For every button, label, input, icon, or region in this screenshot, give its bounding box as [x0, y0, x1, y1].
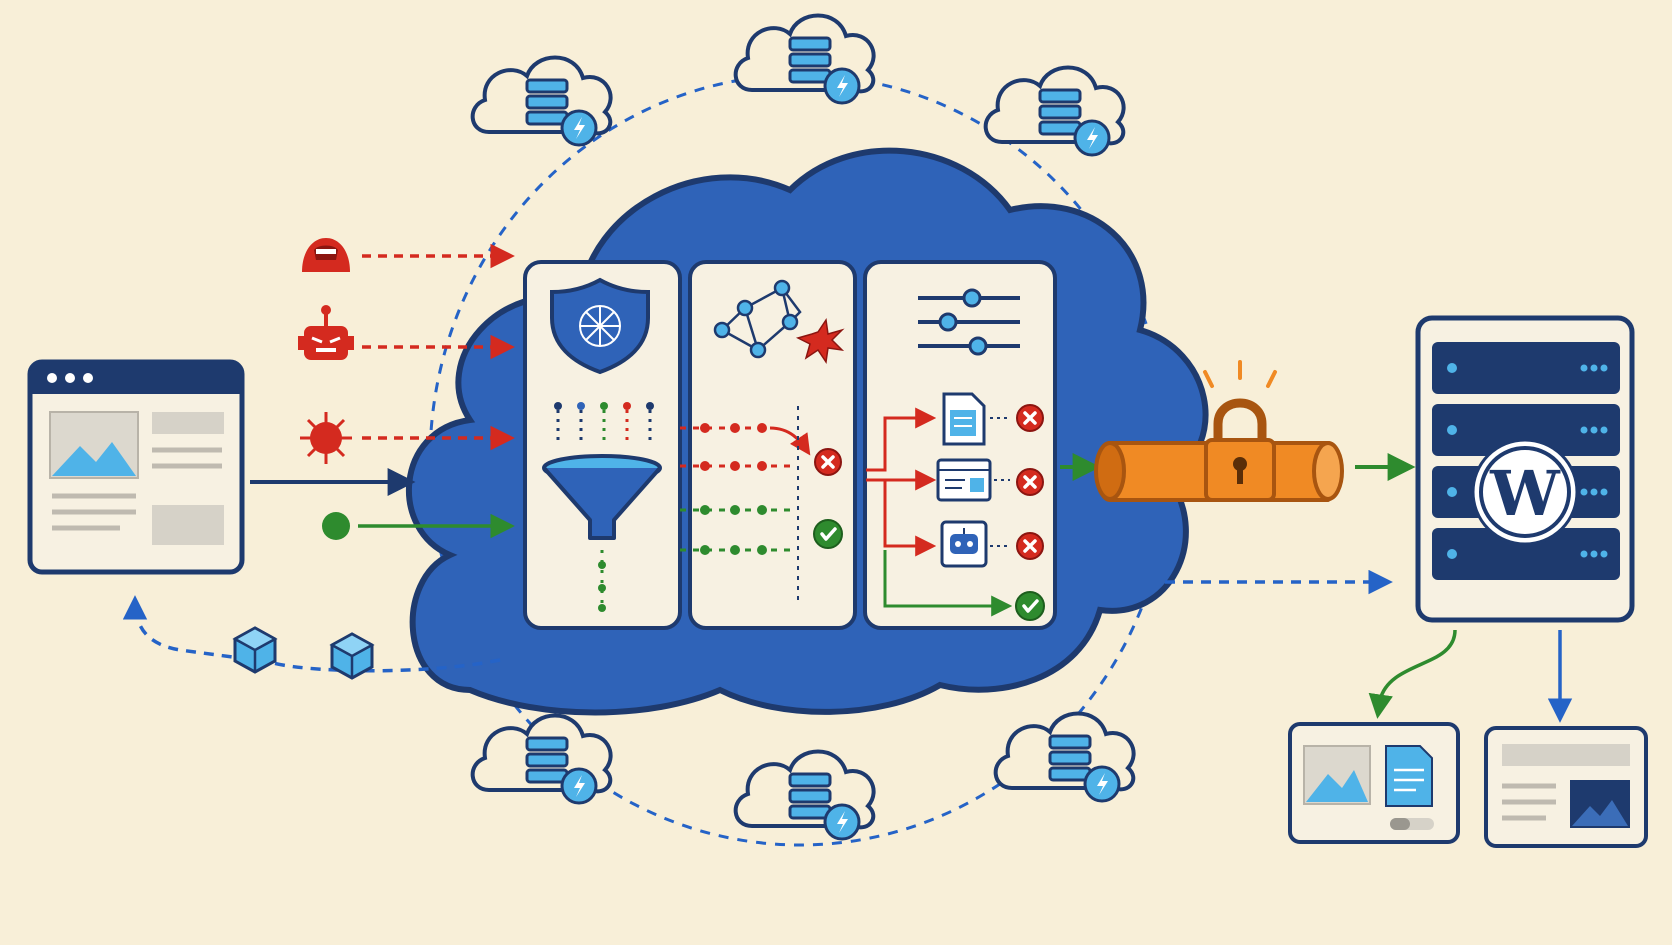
server-output-arrow [1368, 629, 1457, 719]
funnel-icon [542, 454, 662, 540]
image-icon [1303, 745, 1371, 805]
x-icon [813, 447, 843, 477]
legit-request-icon [322, 512, 350, 540]
x-icon [1015, 403, 1045, 433]
network-graph-icon [713, 279, 845, 365]
check-icon [812, 518, 844, 550]
shield-icon [550, 277, 650, 375]
edge-node-icon [733, 13, 876, 105]
edge-node-icon [983, 65, 1126, 157]
threat-intel-panel [680, 260, 857, 630]
wordpress-logo-icon: W [1471, 438, 1579, 546]
x-icon [1015, 531, 1045, 561]
x-icon [1015, 467, 1045, 497]
bot-check-icon [940, 520, 988, 568]
edge-node-icon [470, 55, 613, 147]
dynamic-page-card [1484, 726, 1648, 848]
wordpress-logo-letter: W [1489, 457, 1561, 530]
traffic-rows [680, 406, 811, 600]
cache-cube-icon [330, 632, 374, 680]
cache-cube-icon [233, 626, 277, 674]
static-assets-card [1288, 722, 1460, 844]
padlock-icon [1203, 360, 1277, 502]
edge-node-icon [470, 713, 613, 805]
virus-icon [300, 412, 352, 464]
browser-window-icon [27, 359, 245, 575]
edge-node-icon [733, 749, 876, 841]
bad-bot-icon [298, 305, 354, 360]
check-icon [1014, 590, 1046, 622]
sliders-icon [918, 288, 1020, 356]
file-icon [1385, 745, 1433, 807]
waf-filter-panel [523, 260, 682, 630]
edge-node-icon [993, 711, 1136, 803]
document-icon [942, 392, 986, 446]
hacker-icon [302, 238, 350, 272]
rules-panel [863, 260, 1057, 630]
filter-inputs [554, 402, 654, 440]
form-icon [936, 458, 992, 502]
cached-response-path [122, 595, 501, 673]
